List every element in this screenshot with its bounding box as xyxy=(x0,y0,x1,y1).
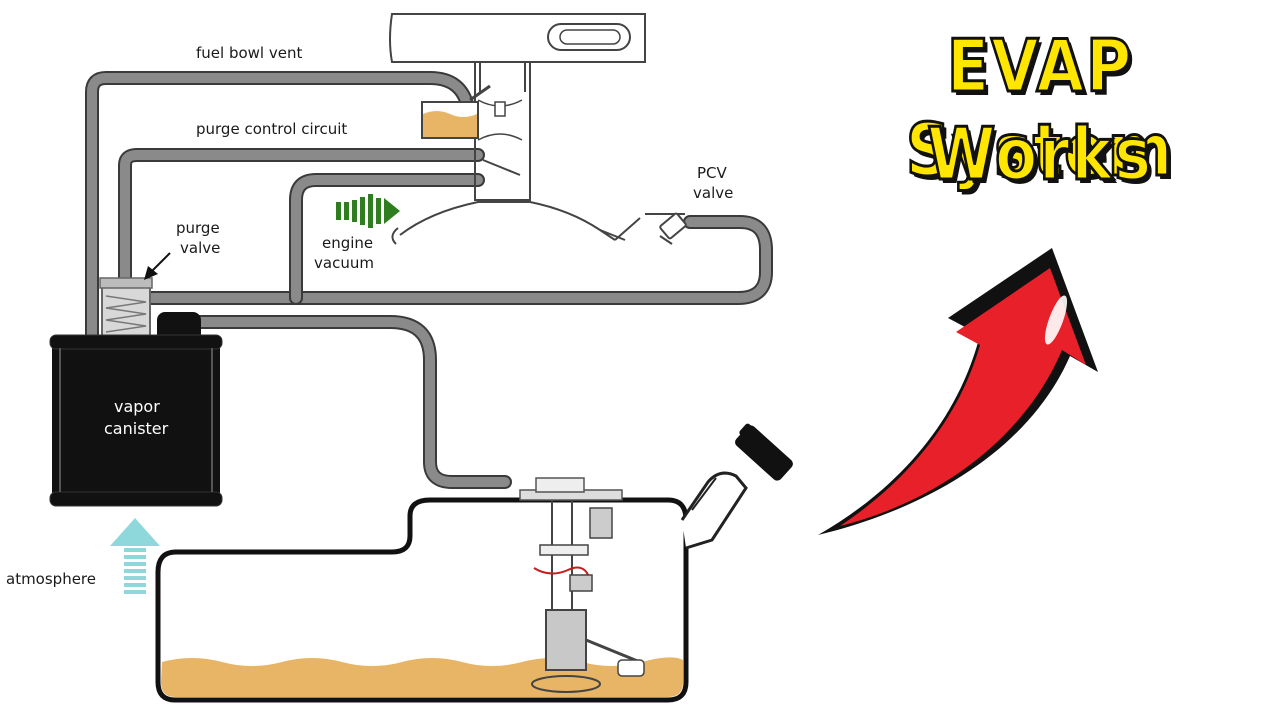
fuel-cap xyxy=(735,423,793,481)
fuel-pump-module xyxy=(519,477,645,693)
intake-manifold xyxy=(399,201,641,241)
label-fuel-bowl-vent: fuel bowl vent xyxy=(196,44,302,62)
label-purge-control-circuit: purge control circuit xyxy=(196,120,347,138)
label-vapor-canister-line-2: canister xyxy=(104,419,169,438)
curved-up-arrow-icon xyxy=(818,248,1098,535)
label-pcv-line-1: PCV xyxy=(697,164,728,182)
green-flow-arrow-icon xyxy=(336,194,400,228)
label-atmosphere: atmosphere xyxy=(6,570,96,588)
hoses xyxy=(85,71,773,489)
purge-valve xyxy=(99,277,153,337)
label-engine-vacuum-line-1: engine xyxy=(322,234,373,252)
filler-neck xyxy=(680,471,748,550)
label-purge-valve-line-2: valve xyxy=(180,239,220,257)
headline-line-2: Works xyxy=(926,111,1153,198)
headline-line-1: EVAP System xyxy=(905,23,1175,194)
pcv-valve-icon xyxy=(645,212,687,245)
carburetor xyxy=(389,13,687,245)
label-purge-valve-line-1: purge xyxy=(176,219,220,237)
cyan-up-arrow-icon xyxy=(110,518,160,594)
canister-tank-hose xyxy=(193,315,512,489)
label-pcv-line-2: valve xyxy=(693,184,733,202)
label-vapor-canister-line-1: vapor xyxy=(114,397,160,416)
label-engine-vacuum-line-2: vacuum xyxy=(314,254,374,272)
purge-valve-pointer xyxy=(144,252,171,280)
vapor-canister xyxy=(49,334,223,507)
